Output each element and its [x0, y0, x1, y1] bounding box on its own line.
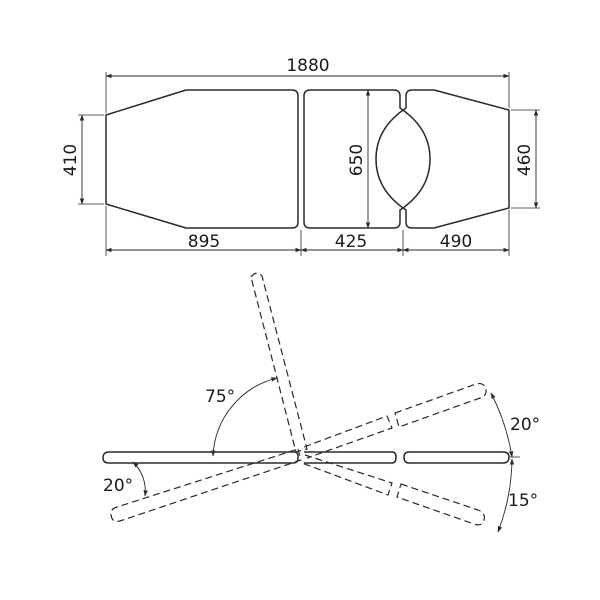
middle-length-label: 425 — [335, 232, 367, 252]
raised-backrest-outline — [250, 272, 308, 453]
foot-width-label: 460 — [515, 144, 535, 176]
backrest-angle-label: 75° — [205, 387, 235, 407]
side-view: 75° 20° 20° 15° — [102, 272, 540, 533]
foot-length-label: 490 — [440, 232, 472, 252]
lowered-section-outline — [110, 448, 302, 522]
flat-top-outline — [102, 451, 299, 464]
head-width-label: 410 — [61, 144, 81, 176]
middle-section-outline — [303, 89, 431, 229]
foot-section-outline — [375, 89, 510, 229]
lower-angle-left-label: 20° — [103, 476, 133, 496]
flat-foot-outline — [403, 451, 510, 464]
middle-width-label: 650 — [347, 144, 367, 176]
leg-lowered-middle-outline — [301, 454, 393, 496]
top-view: 1880 410 650 460 895 425 490 — [61, 56, 540, 256]
leg-up-angle-label: 20° — [510, 415, 540, 435]
leg-raised-foot-outline — [394, 382, 487, 428]
leg-lowered-foot-outline — [396, 483, 485, 526]
flat-middle-outline — [304, 451, 397, 464]
head-section-outline — [105, 89, 299, 229]
overall-length-label: 1880 — [286, 56, 329, 76]
head-length-label: 895 — [188, 232, 220, 252]
leg-down-angle-label: 15° — [508, 491, 538, 511]
leg-raised-middle-outline — [303, 415, 393, 459]
